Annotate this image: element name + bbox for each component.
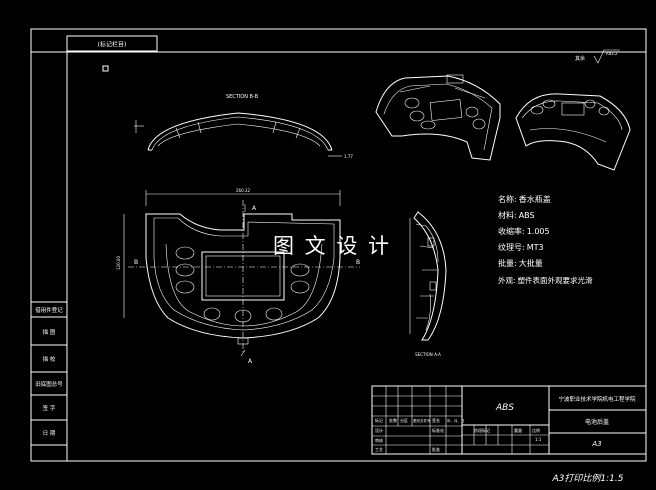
left-height-dim: 120.00 [116,256,121,270]
left-block-label: 旧底图总号 [35,380,63,388]
roughness-symbol: 其余 Ra3.2 [575,49,620,64]
section-bb-label: SECTION B-B [226,94,259,100]
roughness-value: Ra3.2 [606,51,618,56]
title-block: 标记 处数 分区 更改文件号 签名 年、月、日 设计 标准化 审核 工艺 批准 … [371,385,647,455]
left-block-label: 描 图 [43,328,56,336]
isometric-view-2 [515,93,631,171]
tb-date: 年、月、日 [447,418,465,423]
section-bb-view: SECTION B-B 1.77 [134,94,353,159]
tb-zone: 分区 [400,417,408,423]
svg-text:材料:ABS: 材料:ABS [498,210,535,220]
svg-text:批量:大批量: 批量:大批量 [498,258,543,268]
left-block-label: 日 期 [43,430,56,437]
marker-b-left: B [134,259,138,266]
left-block-label: 签 字 [43,404,56,412]
svg-text:纹理号:MT3: 纹理号:MT3 [498,242,544,252]
tb-part-name: 电池后盖 [585,418,609,426]
isometric-view-1 [375,74,501,161]
spec-list: 名称:香水瓶盖 材料:ABS 收缩率:1.005 纹理号:MT3 批量:大批量 … [498,194,593,285]
tag-box [66,35,158,52]
section-aa-view: SECTION A-A [409,211,447,357]
left-block-label: 借用件登记 [35,306,63,314]
tb-company: 宁波职业技术学院机电工程学院 [558,395,636,403]
marker-b-right: B [356,259,360,266]
svg-text:收缩率:1.005: 收缩率:1.005 [498,226,550,236]
svg-text:名称:香水瓶盖: 名称:香水瓶盖 [498,194,551,204]
tb-approve: 批准 [432,446,440,452]
left-block-label: 描 校 [43,355,56,363]
tb-design: 设计 [375,427,383,433]
tb-review: 审核 [375,437,383,443]
roughness-label: 其余 [575,55,585,62]
tb-sign: 签名 [432,417,440,423]
tb-scale: 比例 [532,427,540,433]
tag-label: (标记栏目) [98,41,127,49]
tb-process: 工艺 [375,447,383,452]
tb-mark: 标记 [375,417,383,423]
side-dim: 1.77 [344,154,353,159]
marker-a-top: A [252,205,257,212]
tb-material: ABS [495,403,514,413]
tb-weight: 重量 [514,427,522,433]
origin-marker [102,65,109,72]
tb-change-doc: 更改文件号 [413,418,431,423]
svg-text:外观:塑件表面外观要求光滑: 外观:塑件表面外观要求光滑 [498,275,593,285]
top-width-dim: 260.32 [236,188,250,193]
marker-a-bottom: A [248,358,253,365]
tb-ratio: 1:1 [535,437,542,442]
left-block: 借用件登记 描 图 描 校 旧底图总号 签 字 日 期 [30,301,68,462]
watermark-text: 图 文 设 计 [273,234,391,258]
tb-count: 处数 [389,417,397,423]
section-aa-label: SECTION A-A [415,352,441,357]
tb-sheet-size: A3 [591,440,601,448]
inner-frame [66,51,647,462]
tb-stage-mark: 阶段标记 [474,427,490,433]
front-view: 260.32 120.00 A A B B [116,188,360,365]
scale-note: A3打印比例1:1.5 [552,473,624,484]
tb-standard: 标准化 [432,427,444,433]
